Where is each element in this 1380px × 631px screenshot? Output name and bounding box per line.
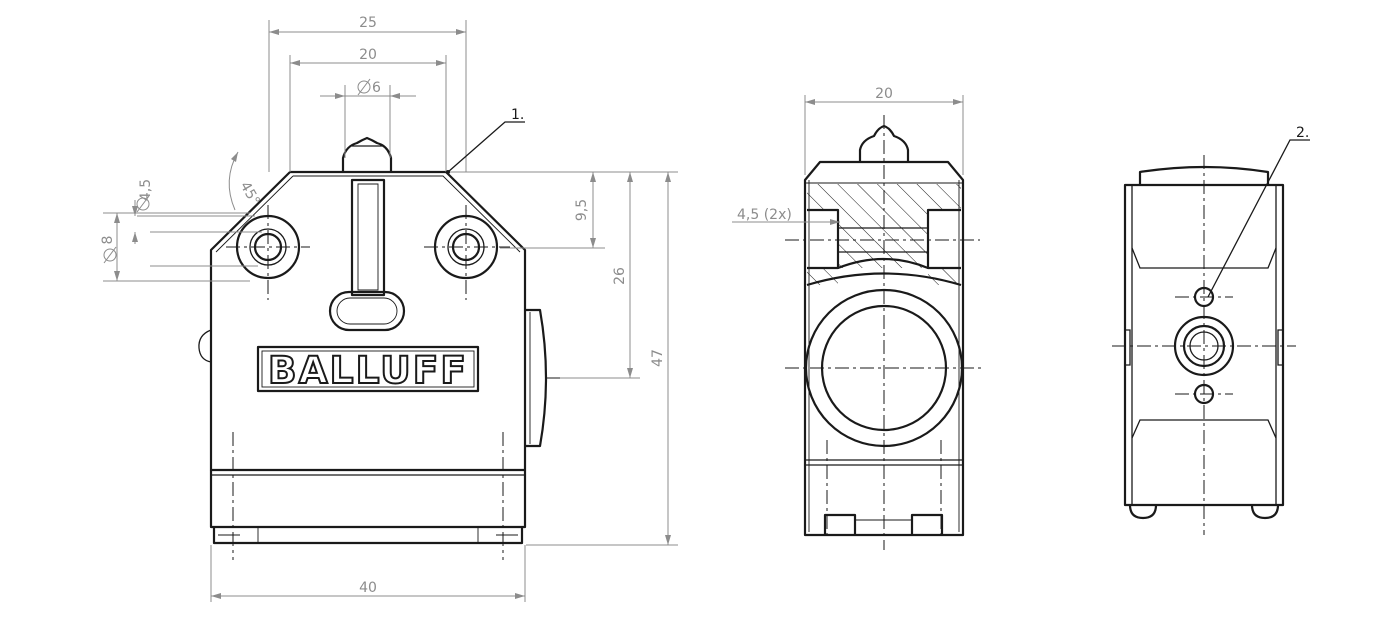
- top-view: 2.: [1112, 125, 1310, 535]
- slot-outline: [350, 178, 386, 297]
- dim-side-width-20: 20: [804, 86, 964, 175]
- svg-text:6: 6: [372, 80, 381, 96]
- side-view: 20 4,5 (2x): [732, 86, 985, 550]
- left-bump: [198, 329, 212, 363]
- base-upper: [209, 470, 527, 529]
- side-centerlines: [785, 115, 985, 550]
- svg-text:26: 26: [612, 267, 628, 285]
- top-feet: [1128, 504, 1280, 520]
- side-section-hatch: [838, 184, 928, 268]
- brand-plate-inner: [261, 350, 475, 388]
- svg-text:4,5 (2x): 4,5 (2x): [737, 207, 792, 223]
- callout-1: 1.: [446, 107, 525, 174]
- svg-text:1.: 1.: [511, 107, 524, 123]
- side-base-foot: [823, 513, 944, 535]
- oval-window-outer: [328, 290, 406, 332]
- svg-text:2.: 2.: [1296, 125, 1309, 141]
- diameter-symbol-icon: [136, 195, 150, 213]
- brand-logo-text: BALLUFF: [268, 349, 468, 392]
- diameter-symbol-icon: [103, 246, 117, 264]
- side-holes: [807, 208, 961, 270]
- front-centerlines: [226, 205, 572, 560]
- cable-gland: [525, 308, 548, 448]
- top-housing-outline: [1123, 183, 1285, 507]
- dim-width-20: 20: [289, 47, 447, 172]
- svg-text:9,5: 9,5: [574, 199, 590, 221]
- oval-window-inner: [336, 297, 398, 325]
- side-section-hatch-left: [807, 184, 838, 210]
- base-foot-line: [218, 527, 518, 543]
- dim-dia-4-5: 4,5: [132, 179, 262, 244]
- plunger-dome: [341, 136, 393, 172]
- svg-text:4,5: 4,5: [138, 179, 154, 201]
- dim-width-25: 25: [268, 15, 467, 172]
- dim-angle-45: 45°: [228, 151, 263, 211]
- side-housing-outline: [803, 160, 965, 537]
- slot-inner: [357, 183, 379, 291]
- dim-height-9-5: 9,5: [450, 171, 605, 249]
- svg-text:25: 25: [359, 15, 377, 31]
- top-side-notches: [1125, 329, 1283, 366]
- diameter-symbol-icon: [357, 78, 371, 96]
- dim-height-47: 47: [526, 171, 678, 546]
- housing-inner-line: [215, 175, 521, 253]
- callout-2: 2.: [1207, 125, 1310, 298]
- top-housing-inner: [1131, 185, 1277, 505]
- base-foot: [212, 527, 524, 545]
- svg-text:47: 47: [650, 349, 666, 367]
- dim-height-26: 26: [560, 171, 640, 379]
- svg-text:20: 20: [875, 86, 893, 102]
- dim-dia-6: 6: [320, 78, 416, 158]
- dim-dia-8: 8: [100, 212, 258, 282]
- dim-width-40: 40: [210, 545, 526, 602]
- side-section-hatch-low: [807, 268, 961, 285]
- side-section-hatch-right: [928, 184, 961, 210]
- brand-plate: [256, 345, 480, 393]
- svg-text:40: 40: [359, 580, 377, 596]
- side-hole-bores: [838, 227, 928, 253]
- front-view: BALLUFF 25 20 6: [100, 15, 678, 602]
- top-centerlines: [1112, 155, 1296, 535]
- svg-text:8: 8: [100, 236, 116, 245]
- dim-side-hole-4-5: 4,5 (2x): [732, 207, 840, 225]
- svg-text:20: 20: [359, 47, 377, 63]
